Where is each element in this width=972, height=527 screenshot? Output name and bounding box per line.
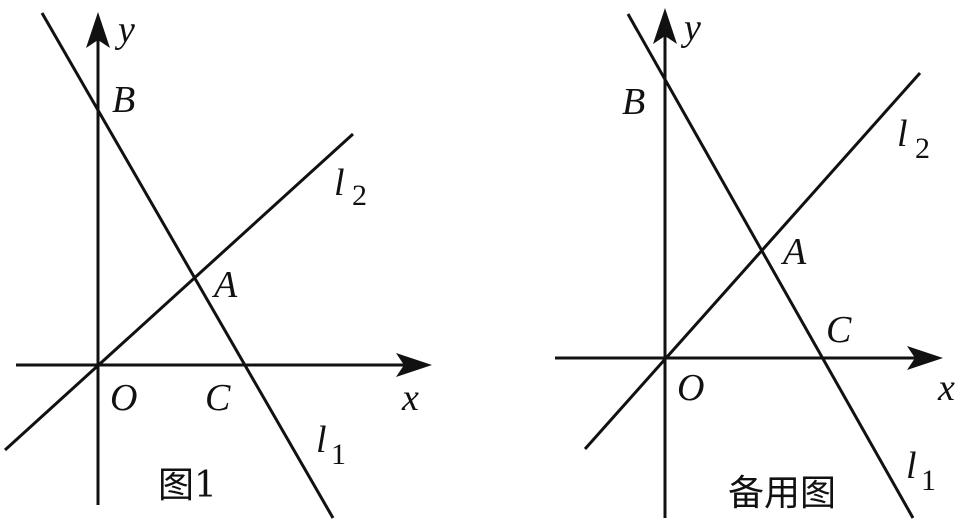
fig1-line-l1: [40, 12, 335, 519]
fig1-label-x: x: [401, 377, 419, 419]
fig2-label-C: C: [826, 309, 852, 351]
fig2-label-O: O: [677, 367, 704, 409]
fig1-label-l1: l: [316, 419, 327, 461]
fig1-label-l2: l: [334, 162, 345, 204]
fig2-label-l1-sub: 1: [921, 464, 936, 497]
fig2-label-l2: l: [897, 113, 908, 155]
fig2-line-l1: [626, 13, 915, 519]
fig1-label-l1-sub: 1: [331, 438, 346, 471]
fig2-label-x: x: [937, 367, 955, 409]
fig1-caption: 图1: [158, 465, 217, 506]
fig1-label-y: y: [114, 9, 135, 51]
fig1-label-O: O: [110, 377, 137, 419]
fig2-line-l2: [583, 72, 922, 450]
fig1-label-A: A: [211, 264, 238, 306]
fig1-line-l2: [3, 132, 355, 452]
fig2-label-l2-sub: 2: [915, 132, 930, 165]
fig1-y-axis-arrow: [86, 12, 110, 48]
fig1-x-axis-arrow: [396, 353, 432, 377]
fig2-label-y: y: [680, 7, 701, 49]
fig1-label-C: C: [205, 377, 231, 419]
fig2-label-A: A: [780, 231, 807, 273]
fig2-label-B: B: [622, 81, 645, 123]
fig2-label-l1: l: [906, 445, 917, 487]
fig1-label-B: B: [112, 79, 135, 121]
fig1-label-l2-sub: 2: [352, 179, 367, 212]
fig2-caption: 备用图: [728, 473, 836, 514]
figure-backup: y B A O C x l 2 l 1 备用图: [555, 7, 955, 519]
fig2-y-axis-arrow: [653, 8, 677, 44]
fig2-x-axis-arrow: [907, 346, 943, 370]
figure-1: y B A O C x l 2 l 1 图1: [3, 9, 432, 519]
